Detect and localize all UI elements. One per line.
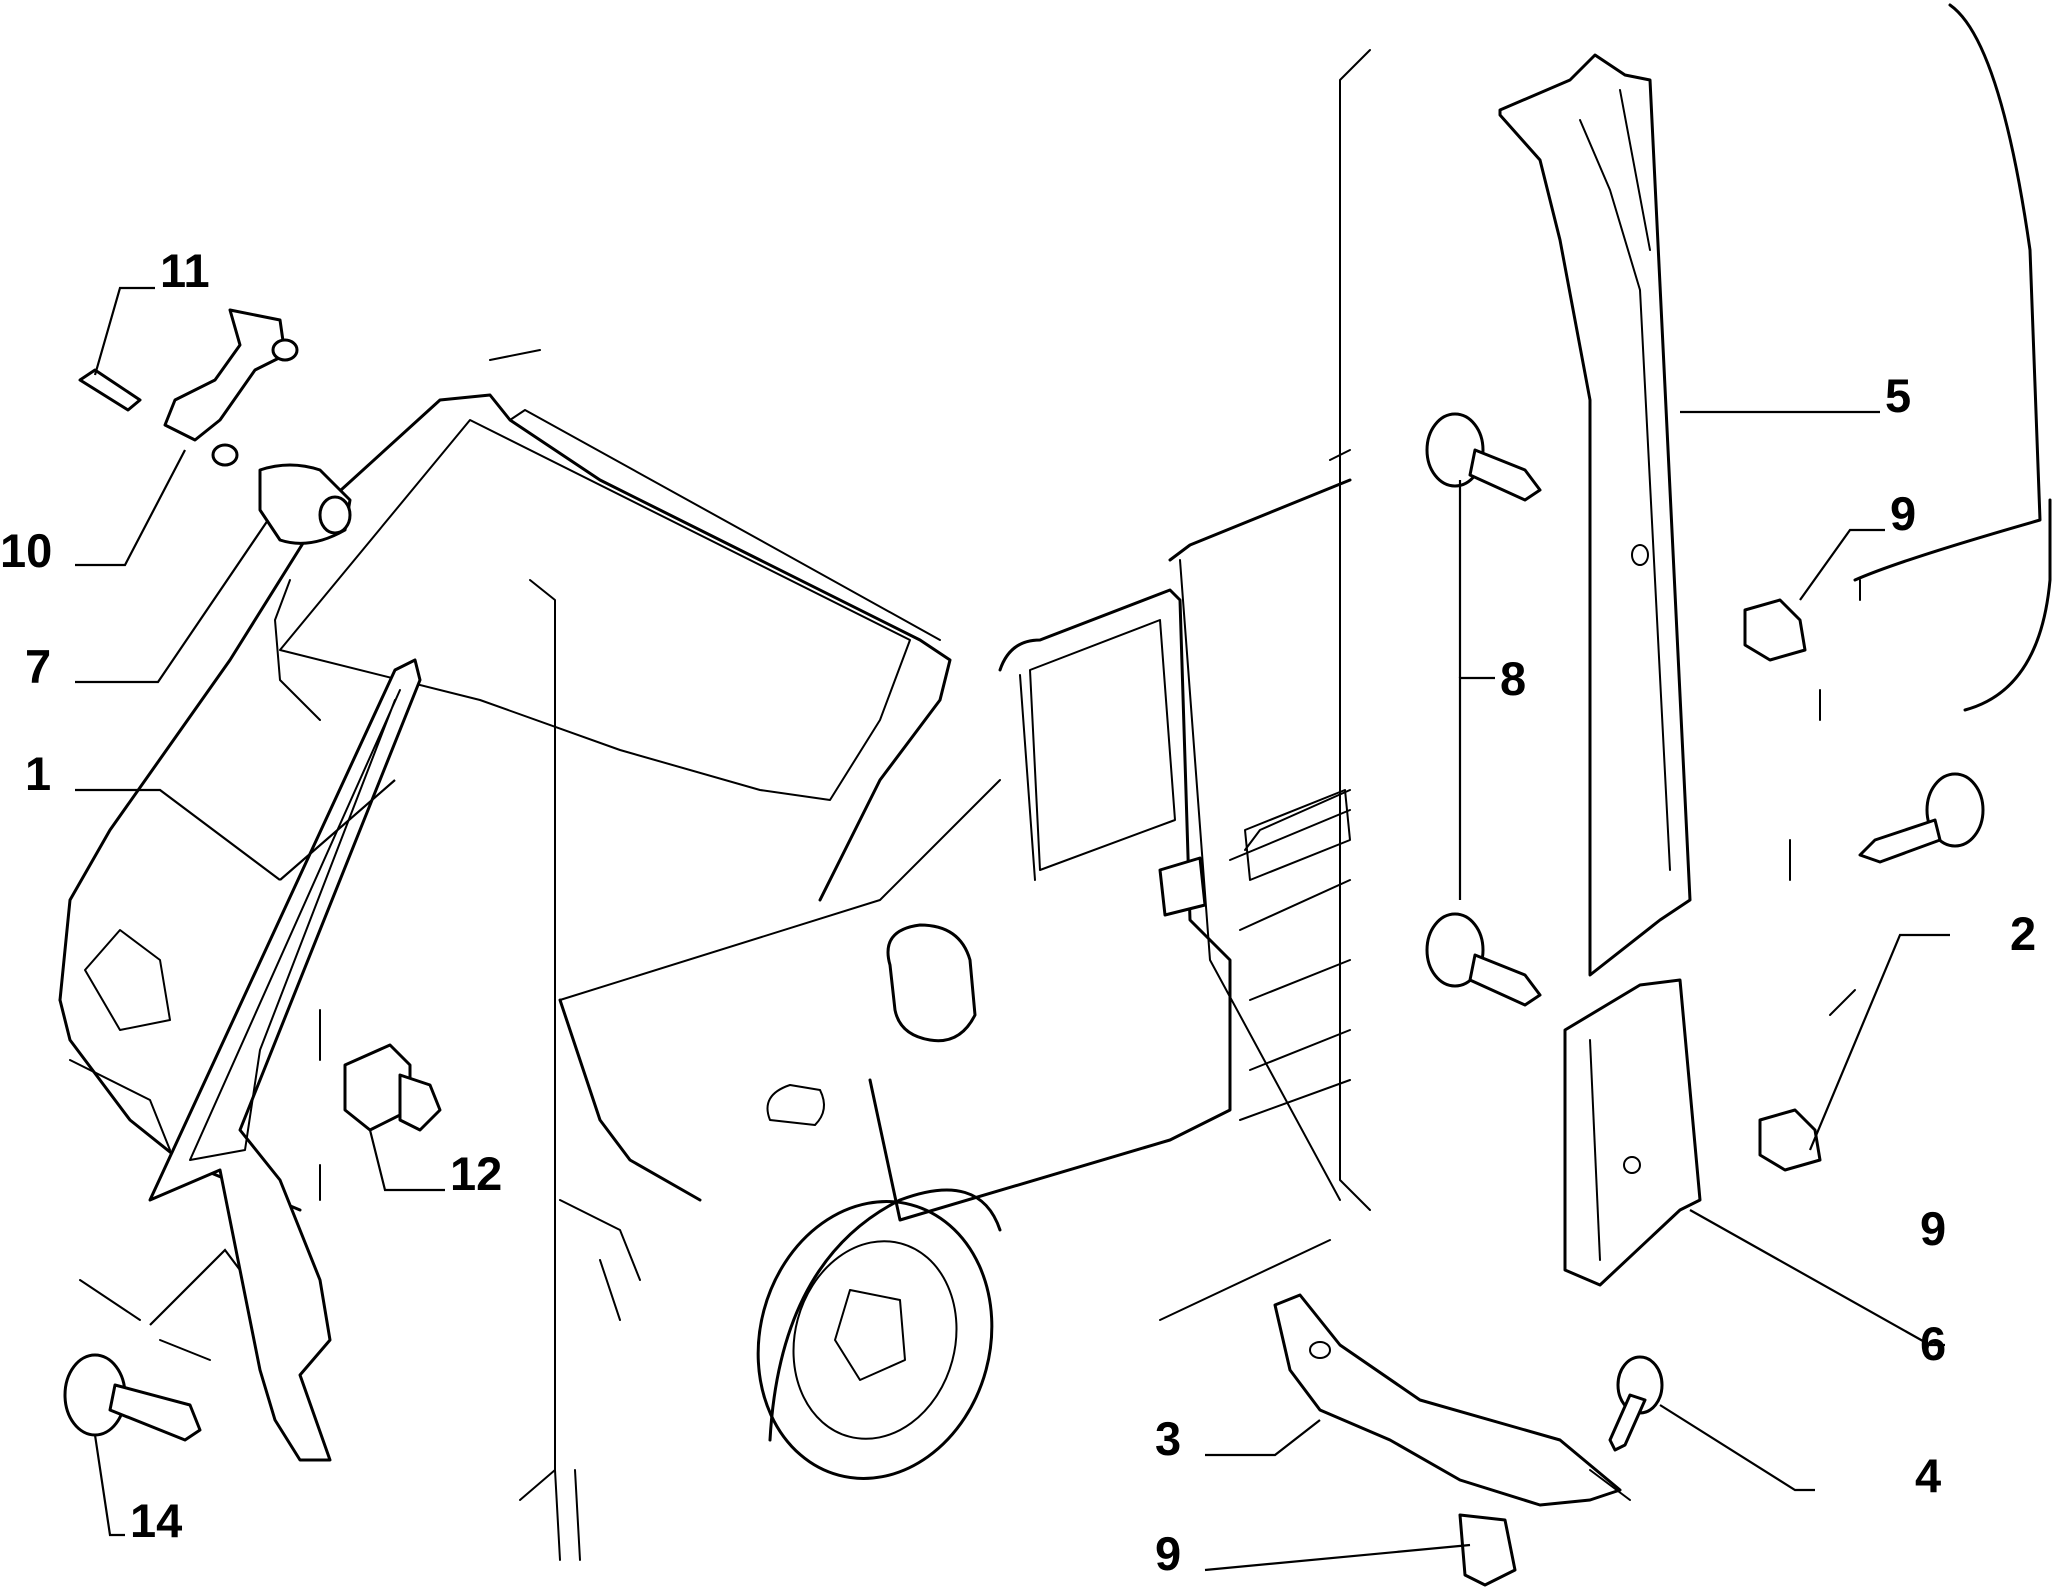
callout-9-lower: 9 xyxy=(1155,1527,1181,1580)
callout-8: 8 xyxy=(1500,652,1526,705)
part-14-screw xyxy=(63,1353,202,1442)
part-9-clips xyxy=(1458,598,1822,1587)
callout-11: 11 xyxy=(160,244,210,297)
van-body-illustration xyxy=(58,3,2052,1561)
part-8-screws xyxy=(1425,412,1542,1007)
part-12-clip xyxy=(343,1043,442,1132)
callout-9-middle: 9 xyxy=(1920,1202,1946,1255)
part-6-b-pillar-lower-trim xyxy=(1563,978,1702,1287)
callout-7: 7 xyxy=(25,640,51,693)
callout-10: 10 xyxy=(0,524,52,577)
callout-12: 12 xyxy=(450,1147,502,1200)
callout-4: 4 xyxy=(1915,1449,1941,1502)
callout-1: 1 xyxy=(25,747,51,800)
callout-6: 6 xyxy=(1920,1317,1946,1370)
part-1-a-pillar-trim xyxy=(148,658,422,1462)
callout-14: 14 xyxy=(130,1494,182,1547)
part-7-plug xyxy=(258,463,352,545)
callout-labels: 11 10 7 1 12 14 8 5 9 2 9 6 4 3 9 xyxy=(0,244,2036,1580)
part-5-b-pillar-upper-trim xyxy=(1498,53,1692,977)
callout-3: 3 xyxy=(1155,1412,1181,1465)
callout-2: 2 xyxy=(2010,907,2036,960)
part-3-sill-trim xyxy=(1273,1293,1631,1507)
part-11-bolt xyxy=(78,368,142,412)
leader-lines xyxy=(75,286,1950,1572)
part-4-screw xyxy=(1608,1355,1664,1452)
part-2-screw xyxy=(1858,772,1985,864)
callout-5: 5 xyxy=(1885,369,1911,422)
callout-9-upper: 9 xyxy=(1890,487,1916,540)
part-10-11-bracket xyxy=(163,308,299,467)
